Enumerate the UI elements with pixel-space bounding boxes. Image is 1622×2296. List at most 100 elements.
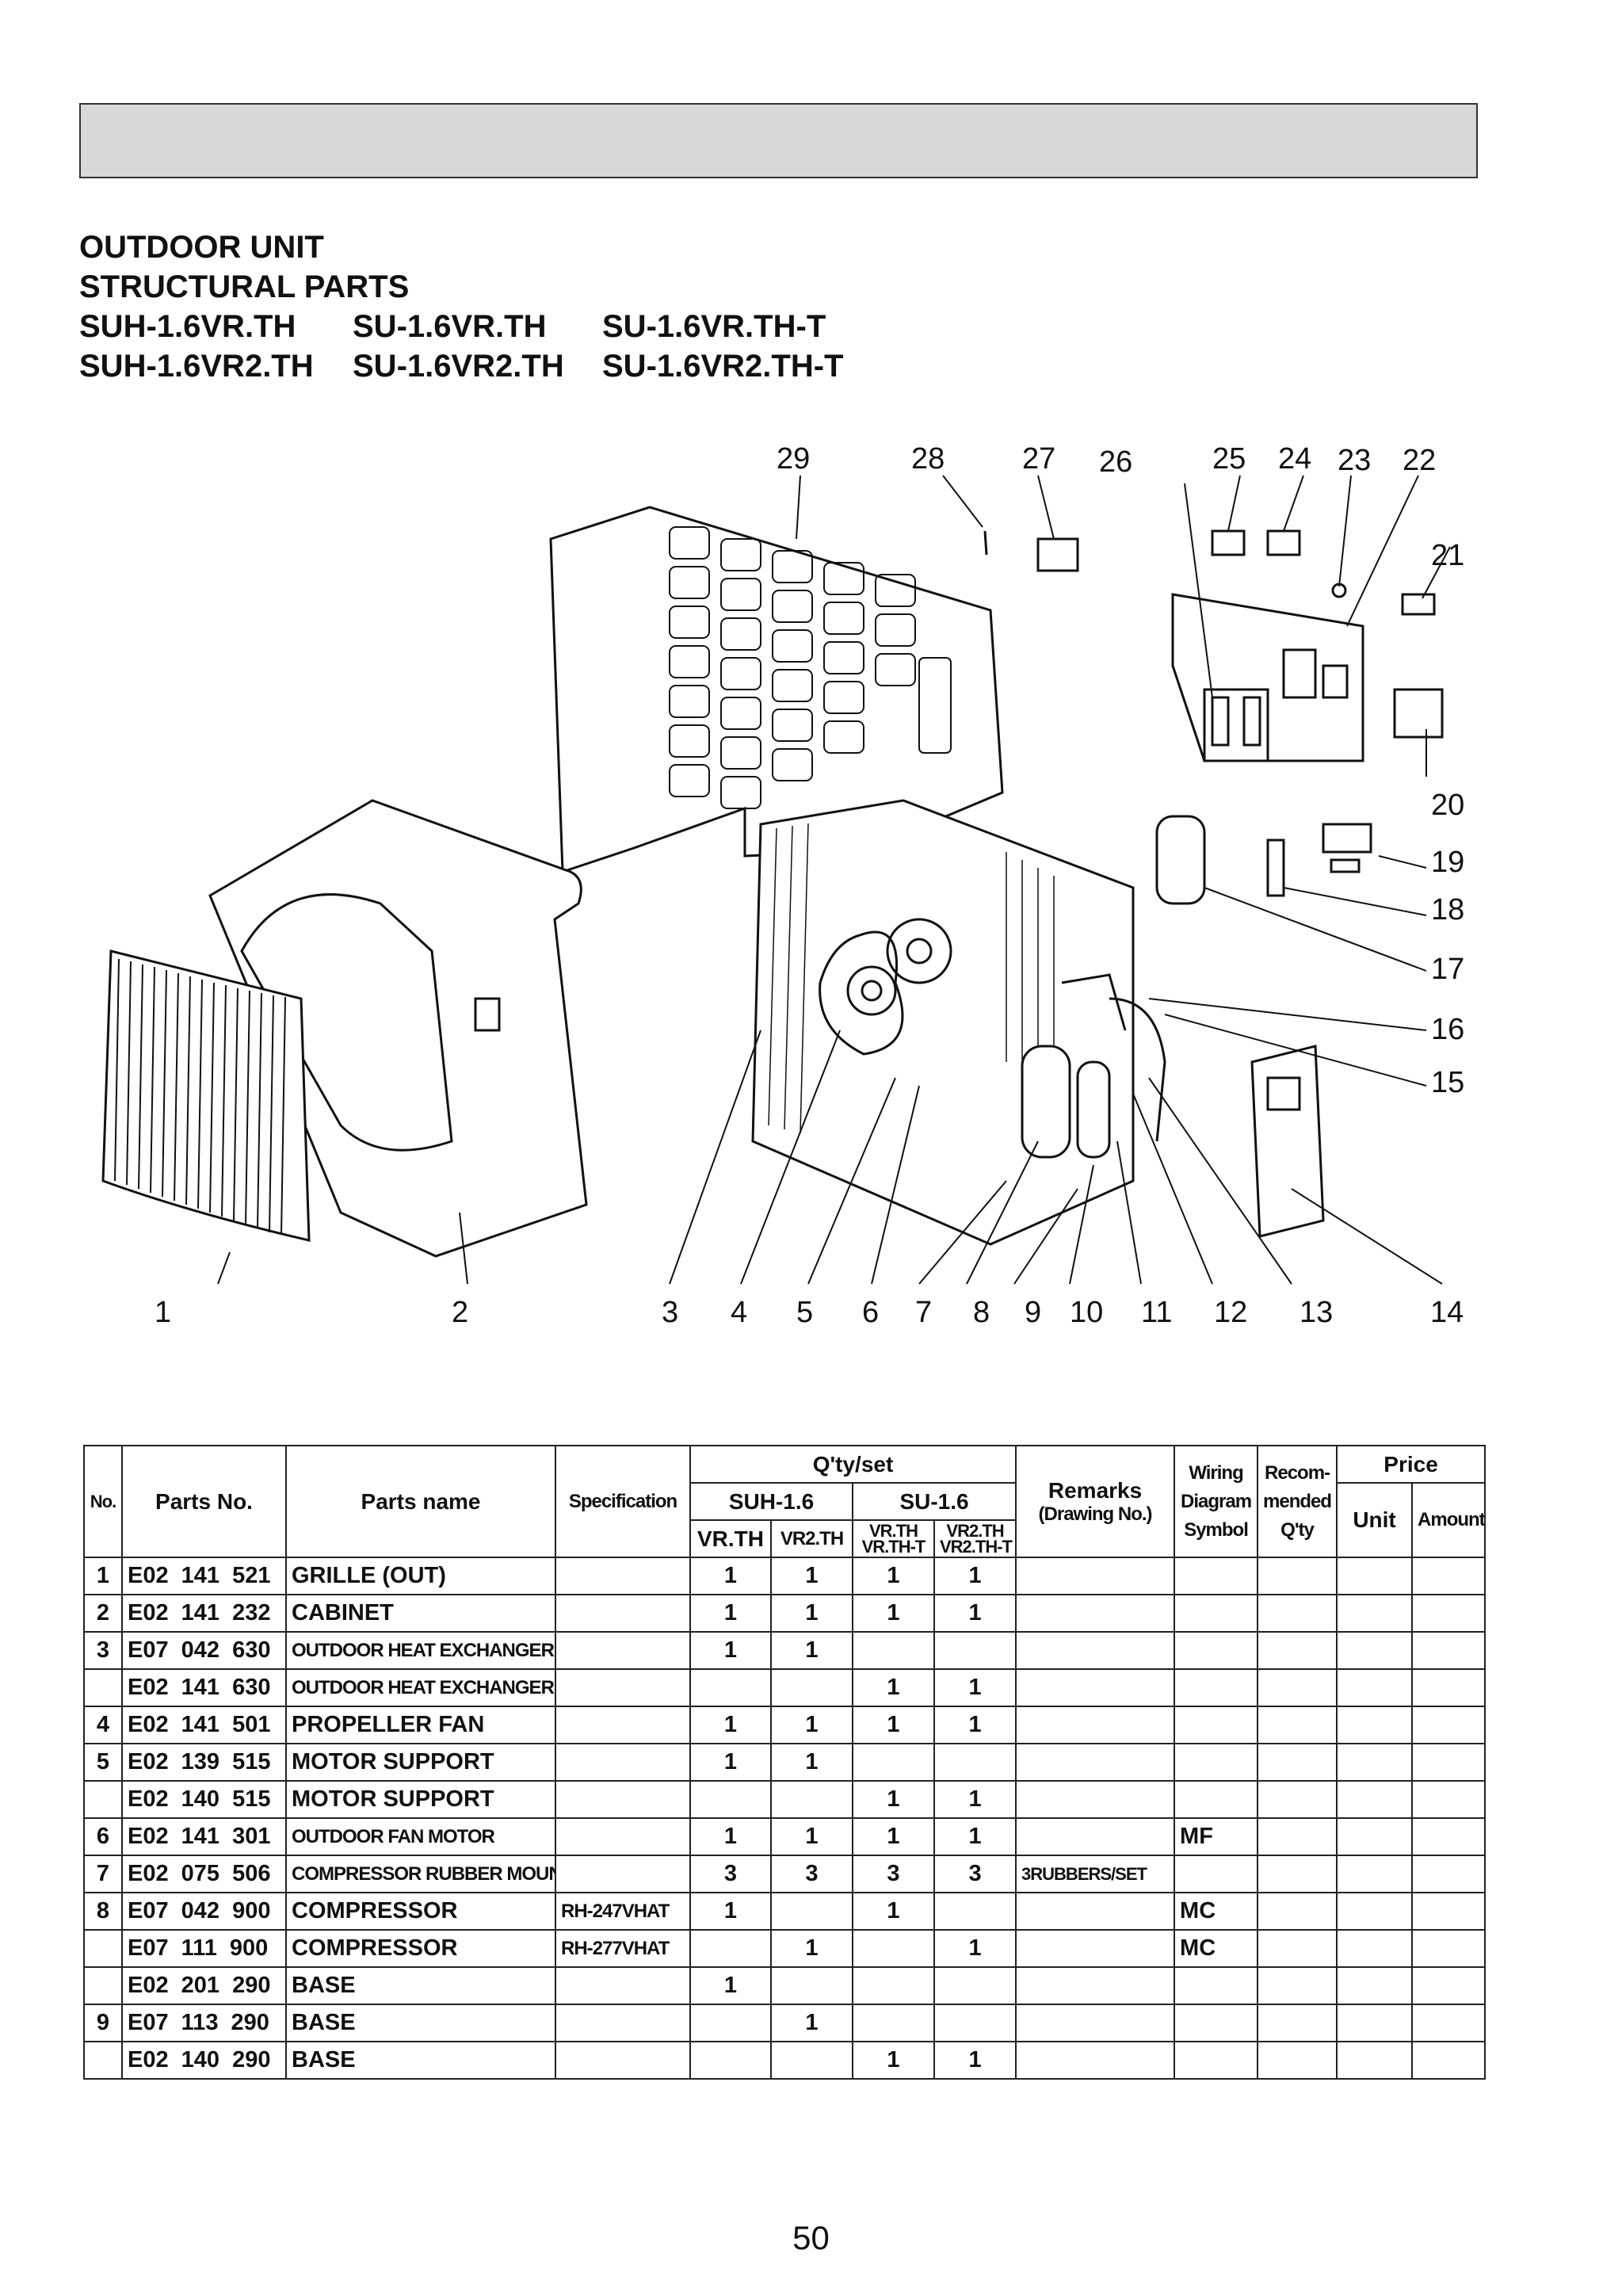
- specification: RH-277VHAT: [555, 1929, 691, 1968]
- wiring-label: Wiring: [1189, 1461, 1243, 1484]
- callout-label: 16: [1431, 1013, 1465, 1046]
- part-name: OUTDOOR HEAT EXCHANGER: [285, 1631, 556, 1670]
- wiring-symbol-cell: [1174, 1743, 1259, 1782]
- part-name: OUTDOOR HEAT EXCHANGER: [285, 1668, 556, 1707]
- row-number: 1: [83, 1557, 123, 1595]
- part-name: COMPRESSOR: [285, 1892, 556, 1931]
- callout-label: 18: [1431, 893, 1465, 926]
- header-qty-set: Q'ty/set: [689, 1445, 1017, 1484]
- callout-label: 1: [155, 1296, 172, 1329]
- header-wiring-symbol: Wiring Diagram Symbol: [1174, 1445, 1259, 1558]
- part-name: COMPRESSOR RUBBER MOUNT: [285, 1855, 556, 1893]
- recommended-qty-cell: [1257, 1594, 1338, 1633]
- row-number: 8: [83, 1892, 123, 1931]
- amount-cell: [1411, 1594, 1487, 1633]
- part-name: BASE: [285, 2004, 556, 2042]
- remarks-cell: [1015, 1929, 1176, 1968]
- title-banner: [79, 103, 1478, 178]
- qty-cell: [689, 1929, 772, 1968]
- heading-line1: OUTDOOR UNIT: [79, 230, 324, 265]
- recommended-qty-cell: [1257, 2004, 1338, 2042]
- header-parts-no: Parts No.: [121, 1445, 287, 1558]
- unit-price-cell: [1336, 1817, 1414, 1856]
- callout-label: 28: [911, 442, 945, 476]
- callout-label: 27: [1022, 442, 1056, 476]
- remarks-cell: [1015, 1668, 1176, 1707]
- specification: [555, 1557, 691, 1595]
- remarks-cell: [1015, 1557, 1176, 1595]
- header-vr2-th: VR2.TH: [770, 1519, 853, 1558]
- header-unit: Unit: [1336, 1482, 1414, 1558]
- qty-cell: 3: [852, 1855, 935, 1893]
- header-vr-th: VR.TH: [689, 1519, 772, 1558]
- unit-price-cell: [1336, 1743, 1414, 1782]
- qty-cell: 1: [770, 1743, 853, 1782]
- qty-cell: 1: [689, 1594, 772, 1633]
- part-number: E02 140 290: [121, 2041, 287, 2080]
- header-su: SU-1.6: [851, 1482, 1017, 1521]
- qty-cell: 1: [933, 1594, 1017, 1633]
- part-number: E02 139 515: [121, 1743, 287, 1782]
- header-su-vr-th: VR.TH VR.TH-T: [852, 1519, 935, 1558]
- remarks-cell: [1015, 1594, 1176, 1633]
- qty-cell: [933, 1631, 1017, 1670]
- wiring-symbol-cell: [1174, 1966, 1259, 2005]
- part-name: MOTOR SUPPORT: [285, 1780, 556, 1819]
- specification: [555, 1817, 691, 1856]
- qty-cell: 3: [933, 1855, 1017, 1893]
- remarks-cell: [1015, 1892, 1176, 1931]
- qty-cell: [933, 1892, 1017, 1931]
- callout-label: 22: [1403, 444, 1437, 477]
- qty-cell: [933, 2004, 1017, 2042]
- model-name: SU-1.6VR.TH: [353, 309, 547, 344]
- model-row-1: SUH-1.6VR.TH SU-1.6VR.TH SU-1.6VR.TH-T: [79, 307, 844, 346]
- part-number: E02 141 232: [121, 1594, 287, 1633]
- qty-cell: 1: [852, 1780, 935, 1819]
- callout-label: 8: [973, 1296, 990, 1329]
- part-number: E07 042 900: [121, 1892, 287, 1931]
- row-number: 2: [83, 1594, 123, 1633]
- qty-cell: 1: [689, 1817, 772, 1856]
- callout-label: 10: [1070, 1296, 1104, 1329]
- recommended-qty-cell: [1257, 1966, 1338, 2005]
- callout-label: 2: [452, 1296, 469, 1329]
- qty-cell: 1: [770, 2004, 853, 2042]
- qty-cell: 1: [770, 1594, 853, 1633]
- qty-cell: 1: [933, 1668, 1017, 1707]
- specification: RH-247VHAT: [555, 1892, 691, 1931]
- callout-label: 26: [1099, 445, 1133, 479]
- specification: [555, 1855, 691, 1893]
- callout-label: 5: [796, 1296, 814, 1329]
- part-name: BASE: [285, 2041, 556, 2080]
- recommended-qty-cell: [1257, 1929, 1338, 1968]
- specification: [555, 1743, 691, 1782]
- table-header-row: VR.TH VR2.TH VR.TH VR.TH-T VR2.TH VR2.TH…: [84, 1519, 1485, 1558]
- unit-price-cell: [1336, 1780, 1414, 1819]
- qty-cell: [770, 1668, 853, 1707]
- amount-cell: [1411, 1780, 1487, 1819]
- recom-label: mended: [1263, 1490, 1332, 1512]
- recom-label: Q'ty: [1280, 1519, 1315, 1541]
- su-col-label: VR2.TH-T: [940, 1536, 1013, 1557]
- heading-line2: STRUCTURAL PARTS: [79, 269, 410, 304]
- part-number: E02 141 301: [121, 1817, 287, 1856]
- part-name: OUTDOOR FAN MOTOR: [285, 1817, 556, 1856]
- qty-cell: [852, 2004, 935, 2042]
- recom-label: Recom-: [1265, 1461, 1330, 1484]
- amount-cell: [1411, 2004, 1487, 2042]
- part-number: E07 042 630: [121, 1631, 287, 1670]
- qty-cell: 1: [852, 1557, 935, 1595]
- qty-cell: [852, 1631, 935, 1670]
- header-remarks: Remarks (Drawing No.): [1015, 1445, 1176, 1558]
- qty-cell: 1: [933, 1557, 1017, 1595]
- recommended-qty-cell: [1257, 1780, 1338, 1819]
- specification: [555, 1706, 691, 1744]
- callout-label: 4: [731, 1296, 748, 1329]
- su-col-label: VR.TH: [869, 1520, 918, 1541]
- callout-label: 14: [1430, 1296, 1464, 1329]
- specification: [555, 1966, 691, 2005]
